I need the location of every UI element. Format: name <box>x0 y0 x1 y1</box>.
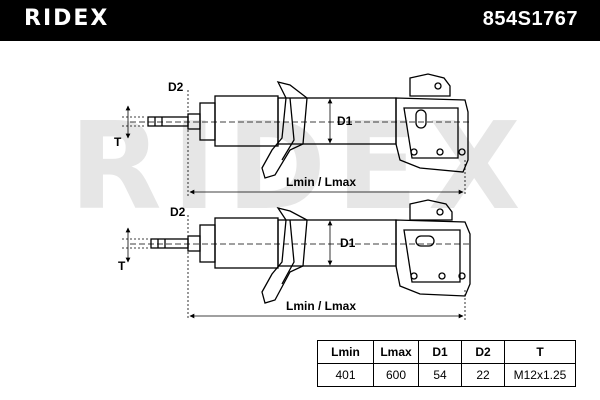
dimensions-bottom <box>122 215 472 320</box>
value-d1: 54 <box>418 363 462 387</box>
header-lmax: Lmax <box>373 340 419 364</box>
header-d2: D2 <box>461 340 505 364</box>
part-number: 854S1767 <box>482 8 578 30</box>
value-t: M12x1.25 <box>504 363 576 387</box>
header-bar: RIDEX 854S1767 <box>0 0 600 41</box>
d1-label-top: D1 <box>337 114 353 128</box>
header-d1: D1 <box>418 340 462 364</box>
t-label-bottom: T <box>118 259 126 273</box>
d2-label-top: D2 <box>168 80 184 94</box>
dimensions-top <box>122 90 470 196</box>
value-d2: 22 <box>461 363 505 387</box>
brand-logo: RIDEX <box>24 6 110 31</box>
header-t: T <box>504 340 576 364</box>
shock-absorber-drawing: RIDEX <box>69 73 521 320</box>
value-lmax: 600 <box>373 363 419 387</box>
spec-table: Lmin Lmax D1 D2 T 401 600 54 22 M12x1.25 <box>317 340 576 387</box>
spec-table-header-row: Lmin Lmax D1 D2 T <box>317 340 576 364</box>
strut-top <box>147 73 469 179</box>
length-label-top: Lmin / Lmax <box>286 175 356 189</box>
t-label-top: T <box>114 135 122 149</box>
d2-label-bottom: D2 <box>170 205 186 219</box>
value-lmin: 401 <box>317 363 374 387</box>
d1-label-bottom: D1 <box>340 236 356 250</box>
header-lmin: Lmin <box>317 340 374 364</box>
length-label-bottom: Lmin / Lmax <box>286 299 356 313</box>
spec-table-value-row: 401 600 54 22 M12x1.25 <box>317 363 576 387</box>
